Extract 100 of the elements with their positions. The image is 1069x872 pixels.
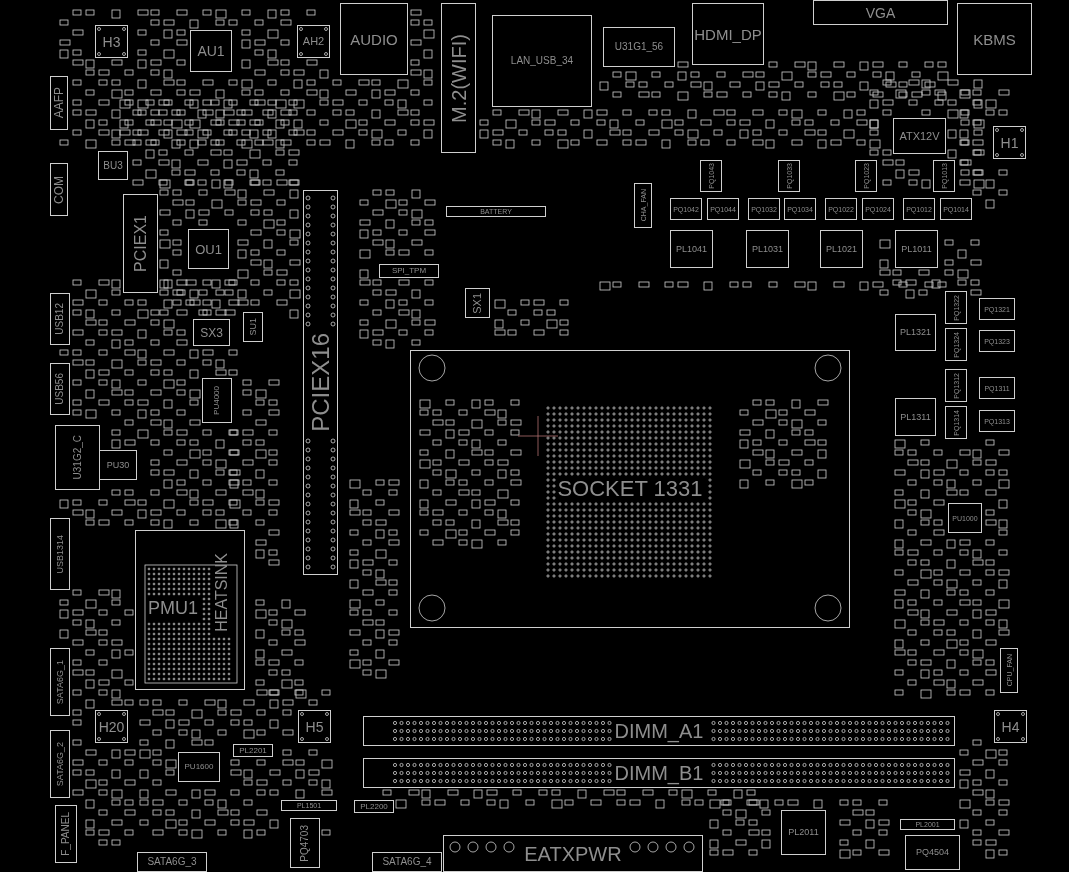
component-outline bbox=[410, 350, 850, 628]
component-label: PU1600 bbox=[184, 763, 214, 771]
component-label: SX3 bbox=[200, 326, 223, 339]
component-outline bbox=[748, 198, 780, 220]
component-outline bbox=[1000, 648, 1018, 693]
component-outline bbox=[492, 15, 592, 107]
component-outline bbox=[746, 230, 789, 268]
component-label: PQ4504 bbox=[916, 848, 949, 857]
component-outline bbox=[202, 378, 232, 423]
component-outline bbox=[781, 810, 826, 855]
component-label: EATXPWR bbox=[524, 843, 622, 864]
component-outline bbox=[993, 126, 1026, 159]
component-label: H5 bbox=[305, 719, 324, 734]
component-outline bbox=[50, 76, 68, 130]
component-label: COM bbox=[53, 175, 65, 204]
component-outline bbox=[98, 151, 128, 180]
component-label: M.2(WIFI) bbox=[448, 33, 469, 123]
component-label: HDMI_DP bbox=[694, 26, 762, 42]
component-outline bbox=[281, 800, 337, 811]
component-outline bbox=[354, 800, 394, 813]
component-outline bbox=[297, 25, 330, 58]
component-label: USB56 bbox=[55, 373, 65, 405]
component-outline bbox=[137, 852, 207, 872]
component-outline bbox=[855, 160, 877, 192]
component-label: PL2011 bbox=[788, 828, 819, 837]
component-label: USB12 bbox=[55, 303, 65, 335]
component-label: SPI_TPM bbox=[391, 267, 427, 275]
component-outline bbox=[813, 0, 948, 25]
component-outline bbox=[905, 835, 960, 870]
component-label: PL1021 bbox=[826, 244, 857, 254]
component-label: OU1 bbox=[195, 242, 222, 256]
component-label: U31G1_56 bbox=[614, 42, 664, 52]
component-label: H4 bbox=[1001, 719, 1020, 734]
component-label: AH2 bbox=[302, 36, 325, 47]
component-outline bbox=[670, 198, 702, 220]
component-outline bbox=[945, 328, 967, 361]
component-outline bbox=[99, 450, 137, 480]
component-outline bbox=[446, 206, 546, 217]
component-outline bbox=[784, 198, 816, 220]
component-label: KBMS bbox=[973, 31, 1016, 47]
component-outline bbox=[50, 163, 68, 216]
component-label: SATA6G_1 bbox=[55, 659, 65, 705]
component-outline bbox=[233, 744, 273, 757]
component-outline bbox=[634, 183, 652, 228]
component-label: VGA bbox=[865, 5, 896, 20]
component-outline bbox=[895, 398, 936, 436]
component-label: HEATSINK bbox=[214, 553, 230, 632]
component-outline bbox=[895, 230, 938, 268]
component-label: DIMM_B1 bbox=[614, 763, 704, 783]
component-label: PU30 bbox=[106, 460, 130, 470]
component-label: PL2201 bbox=[239, 746, 267, 755]
component-outline bbox=[190, 30, 232, 72]
component-label: H1 bbox=[1000, 135, 1019, 150]
component-outline bbox=[50, 730, 70, 798]
component-outline bbox=[893, 118, 946, 154]
component-outline bbox=[820, 230, 863, 268]
component-outline bbox=[55, 425, 100, 490]
component-label: SU1 bbox=[248, 318, 258, 336]
component-outline bbox=[945, 291, 967, 324]
component-outline bbox=[903, 198, 935, 220]
component-outline bbox=[825, 198, 857, 220]
component-outline bbox=[692, 3, 764, 65]
component-outline bbox=[778, 160, 800, 192]
component-outline bbox=[940, 198, 972, 220]
component-outline bbox=[95, 710, 128, 743]
component-label: PQ4703 bbox=[300, 824, 310, 862]
component-label: LAN_USB_34 bbox=[510, 56, 574, 66]
component-outline bbox=[188, 229, 229, 269]
component-label: PU4000 bbox=[213, 386, 221, 415]
component-outline bbox=[340, 3, 408, 75]
component-outline bbox=[50, 648, 70, 716]
component-label: PL1011 bbox=[901, 244, 932, 254]
component-outline bbox=[900, 819, 955, 830]
component-outline bbox=[994, 710, 1027, 743]
component-label: SATA6G_3 bbox=[147, 857, 197, 867]
component-outline bbox=[50, 518, 70, 590]
component-outline bbox=[178, 752, 220, 782]
component-label: DIMM_A1 bbox=[614, 721, 704, 741]
component-label: SATA6G_4 bbox=[382, 857, 432, 867]
component-label: H20 bbox=[98, 719, 125, 734]
component-outline bbox=[465, 288, 490, 318]
component-outline bbox=[945, 406, 967, 439]
component-outline bbox=[707, 198, 739, 220]
component-label: AU1 bbox=[197, 44, 225, 58]
component-outline bbox=[95, 25, 128, 58]
component-outline bbox=[957, 3, 1032, 75]
component-label: PL1031 bbox=[752, 244, 783, 254]
component-outline bbox=[895, 314, 936, 351]
component-outline bbox=[979, 330, 1015, 352]
component-outline bbox=[862, 198, 894, 220]
component-label: PL1311 bbox=[900, 412, 931, 422]
component-outline bbox=[298, 710, 331, 743]
component-outline bbox=[243, 312, 263, 342]
component-outline bbox=[363, 716, 955, 746]
component-outline bbox=[55, 805, 77, 863]
component-outline bbox=[379, 264, 439, 278]
component-label: ATX12V bbox=[899, 130, 940, 142]
component-outline bbox=[363, 758, 955, 788]
component-outline bbox=[945, 369, 967, 402]
component-outline bbox=[443, 835, 703, 872]
